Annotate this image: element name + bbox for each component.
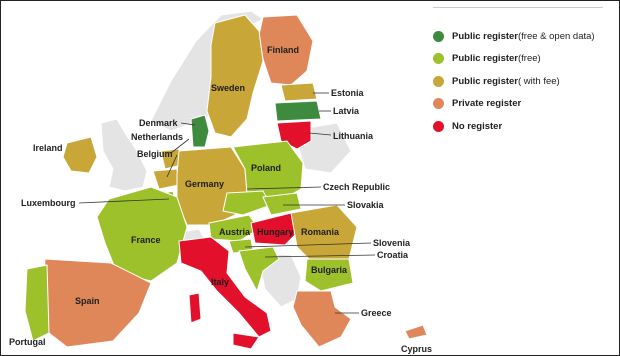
legend-swatch (433, 30, 444, 42)
cyprus-shape (404, 324, 428, 340)
label-czech: Czech Republic (323, 182, 390, 192)
legend-detail: (free & open data) (518, 30, 595, 42)
label-italy: Italy (211, 277, 229, 287)
austria-shape (208, 214, 260, 242)
sardinia-shape (188, 292, 202, 324)
label-poland: Poland (251, 163, 281, 173)
label-romania: Romania (301, 227, 340, 237)
legend-label: Private register (452, 98, 522, 110)
label-belgium: Belgium (137, 149, 173, 159)
latvia-shape (274, 100, 322, 122)
legend-label: No register (452, 120, 503, 132)
label-greece: Greece (361, 308, 392, 318)
leader-netherlands (170, 138, 190, 154)
legend-item: Private register (433, 93, 619, 116)
label-denmark: Denmark (139, 118, 179, 128)
leader-croatia (264, 254, 376, 258)
leader-denmark (180, 122, 196, 126)
label-lithuania: Lithuania (333, 131, 374, 141)
legend-swatch (433, 98, 444, 110)
greece-shape (292, 290, 352, 348)
label-germany: Germany (185, 179, 224, 189)
czech-shape (222, 190, 272, 216)
non-eu-land (100, 10, 352, 308)
legend-label: Public register (452, 30, 518, 42)
legend-swatch (433, 75, 444, 87)
leader-lines (78, 92, 376, 314)
label-croatia: Croatia (377, 250, 409, 260)
legend: Public register (free & open data) Publi… (433, 25, 619, 138)
label-slovakia: Slovakia (347, 200, 385, 210)
legend-item: Public register (free & open data) (433, 25, 619, 48)
label-ireland: Ireland (33, 143, 63, 153)
label-austria: Austria (219, 227, 251, 237)
belarus-shape (298, 122, 352, 174)
label-bulgaria: Bulgaria (311, 265, 348, 275)
label-netherlands: Netherlands (131, 132, 183, 142)
legend-item: Public register ( with fee) (433, 70, 619, 93)
denmark-shape (190, 114, 210, 148)
legend-detail: ( with fee) (518, 75, 560, 87)
label-sweden: Sweden (211, 83, 245, 93)
label-spain: Spain (75, 296, 100, 306)
leader-belgium (166, 154, 178, 178)
label-luxembourg: Luxembourg (21, 198, 76, 208)
belgium-shape (152, 168, 180, 190)
label-estonia: Estonia (331, 88, 365, 98)
sweden-shape (206, 14, 264, 138)
ireland-shape (62, 136, 98, 174)
bulgaria-shape (304, 258, 354, 292)
label-france: France (131, 235, 161, 245)
legend-label: Public register (452, 75, 518, 87)
hungary-shape (250, 212, 302, 246)
legend-swatch (433, 120, 444, 132)
label-portugal: Portugal (9, 337, 46, 347)
legend-swatch (433, 53, 444, 65)
france-shape (96, 186, 188, 282)
slovakia-shape (262, 192, 302, 216)
legend-label: Public register (452, 53, 518, 65)
legend-item: Public register (free) (433, 48, 619, 71)
legend-detail: (free) (518, 53, 541, 65)
leader-lithuania (308, 132, 332, 136)
top-divider (433, 7, 603, 8)
uk-shape (100, 118, 148, 192)
leader-czech (246, 186, 322, 190)
leader-luxembourg (78, 198, 170, 204)
portugal-shape (24, 264, 50, 342)
label-finland: Finland (267, 45, 299, 55)
legend-item: No register (433, 115, 619, 138)
sicily-shape (232, 332, 260, 350)
label-slovenia: Slovenia (373, 238, 411, 248)
italy-shape (178, 236, 272, 338)
estonia-shape (280, 82, 318, 102)
label-hungary: Hungary (257, 227, 294, 237)
label-latvia: Latvia (333, 106, 360, 116)
leader-slovenia (244, 242, 372, 248)
label-cyprus: Cyprus (401, 344, 432, 354)
croatia-shape (238, 246, 280, 293)
